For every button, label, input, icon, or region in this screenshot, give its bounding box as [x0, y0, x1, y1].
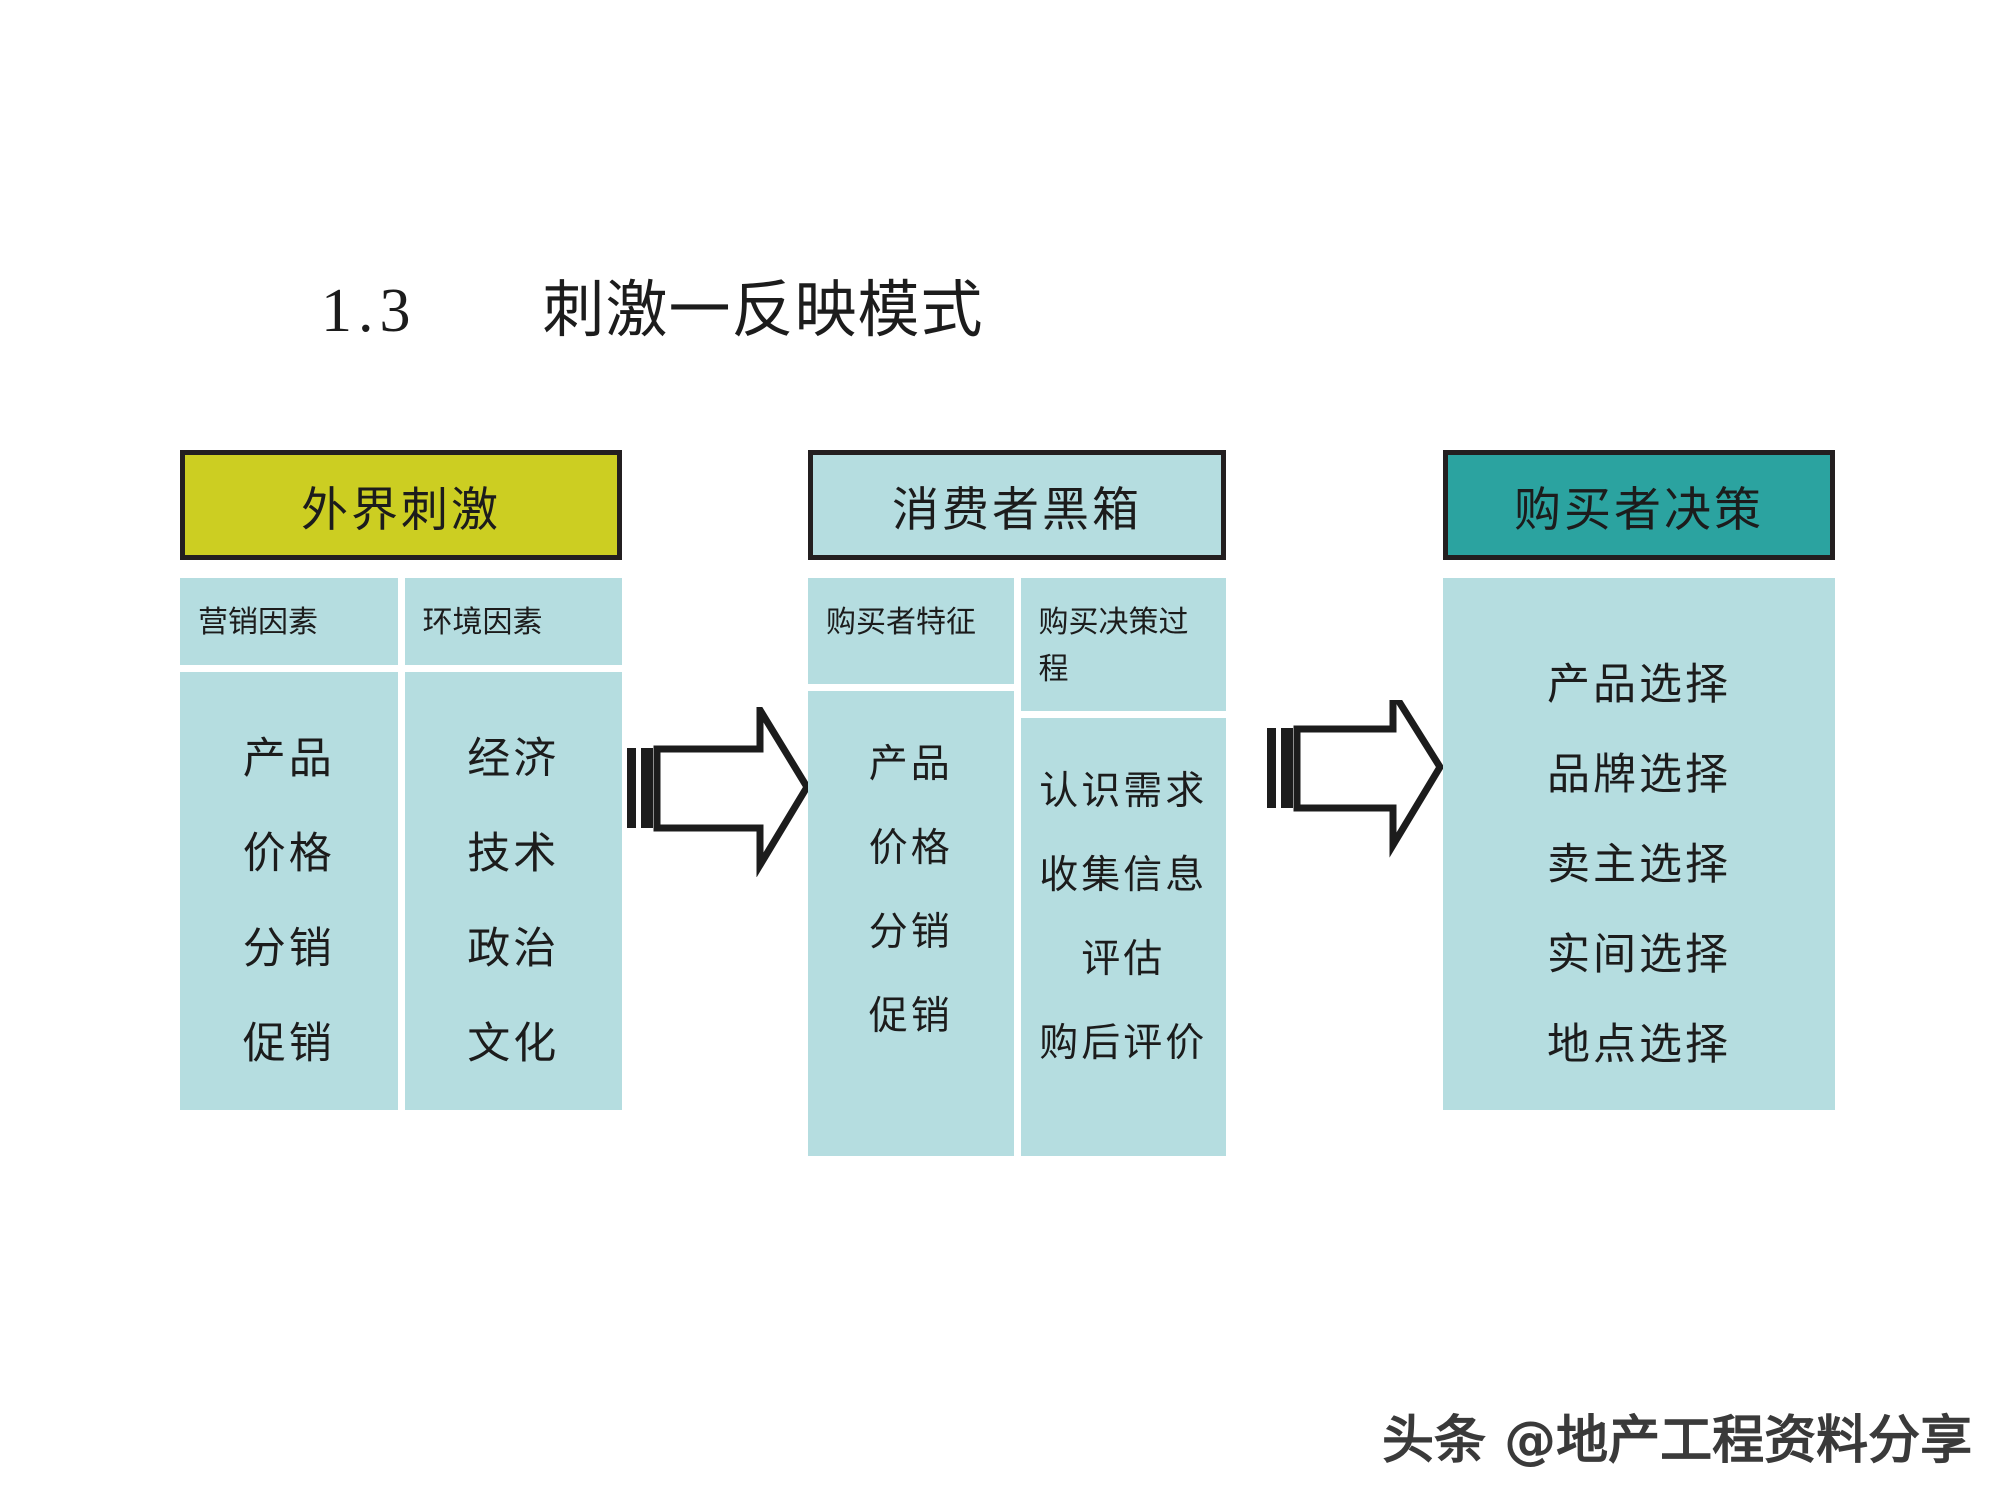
list-item: 分销: [242, 925, 335, 973]
list-item: 实间选择: [1547, 932, 1731, 979]
title-spacer: [417, 277, 543, 345]
blackbox-column-traits-header: 购买者特征: [808, 578, 1014, 684]
blackbox-header: 消费者黑箱: [808, 450, 1226, 560]
list-item: 认识需求: [1039, 770, 1208, 813]
list-item: 购后评价: [1039, 1022, 1208, 1065]
stimulus-body: 营销因素 产品 价格 分销 促销 环境因素 经济 技术 政治 文化: [180, 578, 622, 1110]
blackbox-column-traits-items: 产品 价格 分销 促销: [808, 691, 1014, 1156]
page-title: 1.3 刺激一反映模式: [255, 218, 984, 404]
stimulus-header-label: 外界刺激: [301, 484, 501, 537]
decision-header-label: 购买者决策: [1514, 484, 1764, 537]
blackbox-column-process-header: 购买决策过程: [1020, 578, 1226, 711]
title-text: 刺激一反映模式: [542, 277, 984, 345]
list-item: 收集信息: [1039, 854, 1208, 897]
stimulus-column-marketing: 营销因素 产品 价格 分销 促销: [180, 578, 398, 1110]
stimulus-column-environment-header: 环境因素: [404, 578, 622, 665]
list-item: 文化: [467, 1020, 560, 1068]
arrow-stimulus-to-blackbox: [595, 707, 830, 877]
stimulus-column-marketing-items: 产品 价格 分销 促销: [180, 671, 398, 1110]
list-item: 经济: [467, 735, 560, 783]
list-item: 价格: [242, 830, 335, 878]
list-item: 技术: [467, 830, 560, 878]
list-item: 地点选择: [1547, 1022, 1731, 1069]
blackbox-body: 购买者特征 产品 价格 分销 促销 购买决策过程 认识需求 收集信息 评估 购后…: [808, 578, 1226, 1156]
decision-body: 产品选择 品牌选择 卖主选择 实间选择 地点选择: [1443, 578, 1835, 1110]
blackbox-column-traits: 购买者特征 产品 价格 分销 促销: [808, 578, 1014, 1156]
stimulus-column-environment: 环境因素 经济 技术 政治 文化: [404, 578, 622, 1110]
blackbox-column-process: 购买决策过程 认识需求 收集信息 评估 购后评价: [1020, 578, 1226, 1156]
blackbox-header-label: 消费者黑箱: [892, 484, 1142, 537]
list-item: 产品: [242, 735, 335, 783]
list-item: 促销: [242, 1020, 335, 1068]
list-item: 产品选择: [1547, 662, 1731, 709]
arrow-blackbox-to-decision: [1235, 700, 1470, 870]
list-item: 政治: [467, 925, 560, 973]
stimulus-header: 外界刺激: [180, 450, 622, 560]
blackbox-column-process-items: 认识需求 收集信息 评估 购后评价: [1020, 718, 1226, 1156]
watermark: 头条 @地产工程资料分享: [1382, 1411, 1973, 1471]
stimulus-column-marketing-header: 营销因素: [180, 578, 398, 665]
list-item: 价格: [868, 827, 953, 870]
list-item: 品牌选择: [1547, 752, 1731, 799]
list-item: 卖主选择: [1547, 842, 1731, 889]
list-item: 评估: [1081, 938, 1166, 981]
title-number: 1.3: [321, 277, 417, 345]
list-item: 产品: [868, 743, 953, 786]
list-item: 分销: [868, 911, 953, 954]
list-item: 促销: [868, 995, 953, 1038]
decision-header: 购买者决策: [1443, 450, 1835, 560]
stimulus-column-environment-items: 经济 技术 政治 文化: [404, 671, 622, 1110]
